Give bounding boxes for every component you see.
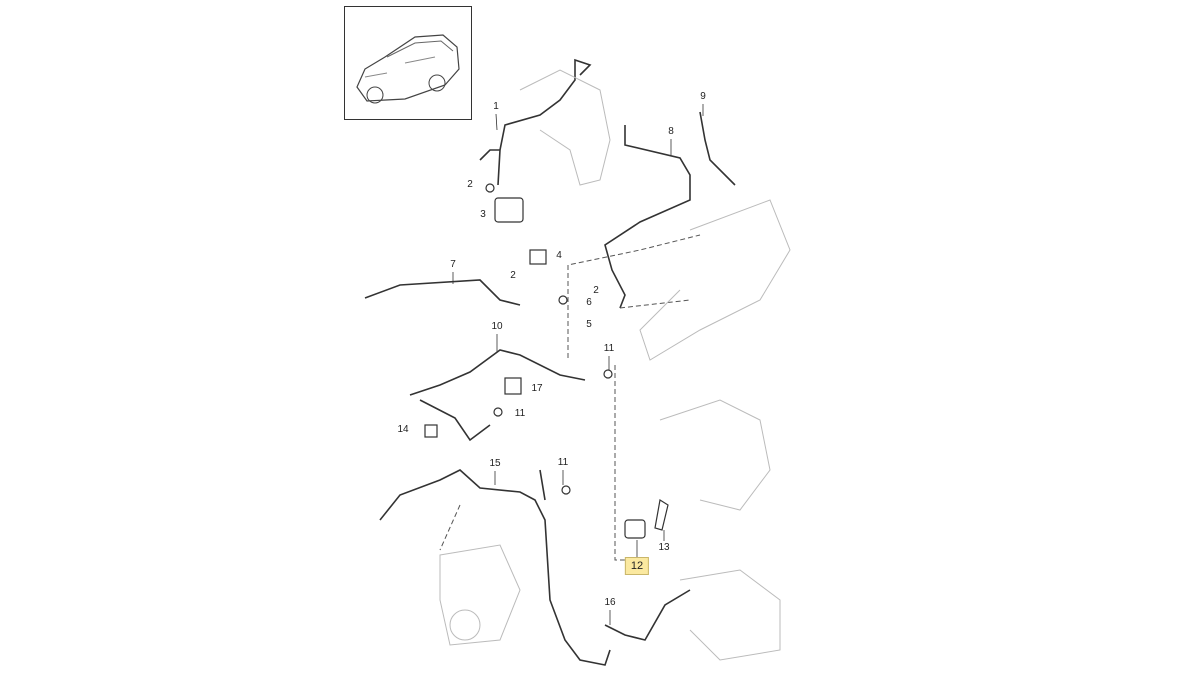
car-icon (356, 34, 460, 104)
callout-label[interactable]: 11 (555, 457, 571, 469)
callout-label[interactable]: 3 (478, 209, 488, 221)
callout-label[interactable]: 2 (508, 270, 518, 282)
callout-label[interactable]: 13 (656, 542, 672, 554)
callout-label[interactable]: 7 (448, 259, 458, 271)
callout-label[interactable]: 6 (584, 297, 594, 309)
callout-label[interactable]: 15 (487, 458, 503, 470)
callout-label[interactable]: 17 (529, 383, 545, 395)
vehicle-thumbnail (344, 6, 472, 120)
callout-label[interactable]: 2 (591, 285, 601, 297)
callout-label[interactable]: 9 (698, 91, 708, 103)
background-components (439, 69, 791, 661)
callout-label[interactable]: 11 (512, 408, 528, 420)
callout-label[interactable]: 1 (491, 101, 501, 113)
callout-label[interactable]: 14 (395, 424, 411, 436)
callout-label[interactable]: 16 (602, 597, 618, 609)
highlighted-callout-label[interactable]: 12 (624, 557, 650, 575)
hoses (364, 58, 736, 666)
callout-label[interactable]: 8 (666, 126, 676, 138)
callout-label[interactable]: 10 (489, 321, 505, 333)
callout-leaders (452, 104, 704, 625)
callout-label[interactable]: 4 (554, 250, 564, 262)
callout-label[interactable]: 11 (601, 343, 617, 355)
callout-label[interactable]: 5 (584, 319, 594, 331)
parts (424, 183, 669, 539)
callout-label[interactable]: 2 (465, 179, 475, 191)
